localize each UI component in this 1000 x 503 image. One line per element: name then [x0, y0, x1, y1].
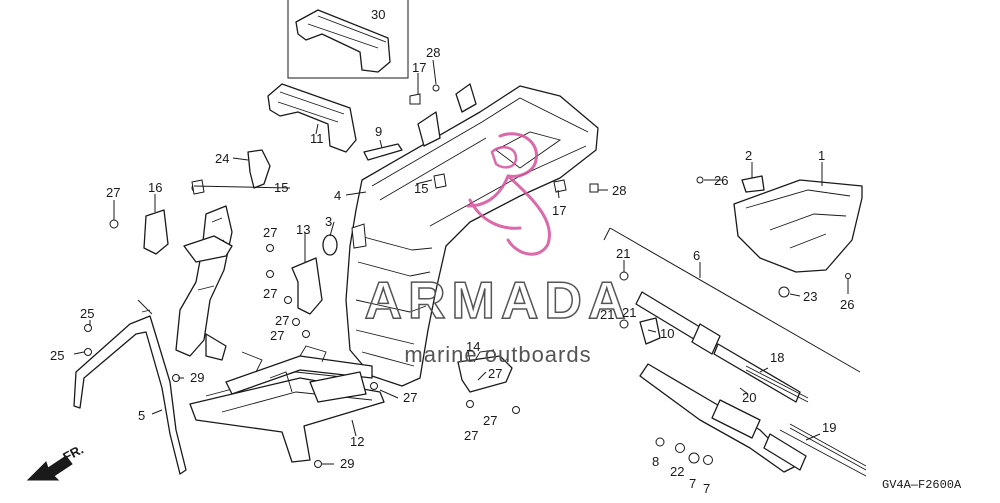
callout-label: 10 [660, 326, 674, 341]
callout-label: 27 [270, 328, 284, 343]
callout-label: 28 [426, 45, 440, 60]
callout-label: 27 [483, 413, 497, 428]
callout-label: 18 [770, 350, 784, 365]
callout-label: 7 [689, 476, 696, 491]
callout-label: 27 [275, 313, 289, 328]
callout-label: 14 [466, 339, 480, 354]
callout-label: 11 [310, 131, 324, 146]
callout-label: 29 [340, 456, 354, 471]
callout-label: 5 [138, 408, 145, 423]
callout-label: 16 [148, 180, 162, 195]
callout-label: 15 [274, 180, 288, 195]
part-3-ring [322, 234, 338, 256]
part-14-bracket [457, 355, 513, 393]
callout-label: 22 [670, 464, 684, 479]
callout-label: 24 [215, 151, 229, 166]
watermark-subtitle: marine outboards [404, 342, 591, 367]
part-24-bracket [247, 149, 271, 189]
watermark: ARMADA marine outboards [364, 132, 631, 367]
callout-label: 4 [334, 188, 341, 203]
callout-label: 7 [703, 481, 710, 496]
watermark-logo-shape [466, 132, 551, 256]
head-pipe-frame [175, 205, 233, 361]
callout-label: 8 [652, 454, 659, 469]
callout-label: 12 [350, 434, 364, 449]
callout-label: 17 [412, 60, 426, 75]
callout-label: 21 [622, 305, 636, 320]
part-9-pad [363, 143, 403, 161]
callout-label: 26 [840, 297, 854, 312]
callout-label: 25 [80, 306, 94, 321]
callout-label: 21 [600, 307, 614, 322]
part-19-bolt [789, 423, 867, 471]
callout-label: 9 [375, 124, 382, 139]
callout-label: 27 [106, 185, 120, 200]
part-5-stand [73, 299, 187, 475]
callout-label: 27 [403, 390, 417, 405]
callout-label: 27 [263, 225, 277, 240]
callout-label: 2 [745, 148, 752, 163]
callout-label: 26 [714, 173, 728, 188]
callout-label: 13 [296, 222, 310, 237]
part-16-bracket [143, 209, 169, 255]
callout-label: 28 [612, 183, 626, 198]
callout-label: 27 [488, 366, 502, 381]
front-direction-arrow: FR. [26, 442, 86, 481]
diagram-code: GV4A—F2600A [882, 478, 962, 492]
part-30-inset [287, 0, 409, 79]
callout-label: 20 [742, 390, 756, 405]
watermark-title: ARMADA [364, 272, 631, 330]
callout-label: 25 [50, 348, 64, 363]
callout-label: 15 [414, 181, 428, 196]
callout-label: 3 [325, 214, 332, 229]
callout-label: 1 [818, 148, 825, 163]
part-1-cover [733, 175, 863, 273]
part-13-bracket [291, 257, 323, 315]
lower-frame [189, 345, 385, 463]
part-18-bolt [745, 365, 809, 403]
fasteners [84, 84, 851, 468]
part-11-cover [267, 83, 357, 153]
callout-label: 23 [803, 289, 817, 304]
callout-label: 27 [464, 428, 478, 443]
callout-numbers: 30 28 17 9 11 24 27 16 15 4 3 13 15 28 1… [50, 7, 854, 496]
callout-label: 17 [552, 203, 566, 218]
callout-label: 27 [263, 286, 277, 301]
callout-label: 21 [616, 246, 630, 261]
leader-lines [73, 59, 849, 465]
callout-label: 6 [693, 248, 700, 263]
callout-label: 19 [822, 420, 836, 435]
part-6-shaft [603, 227, 867, 477]
callout-label: 29 [190, 370, 204, 385]
callout-label: 30 [371, 7, 385, 22]
